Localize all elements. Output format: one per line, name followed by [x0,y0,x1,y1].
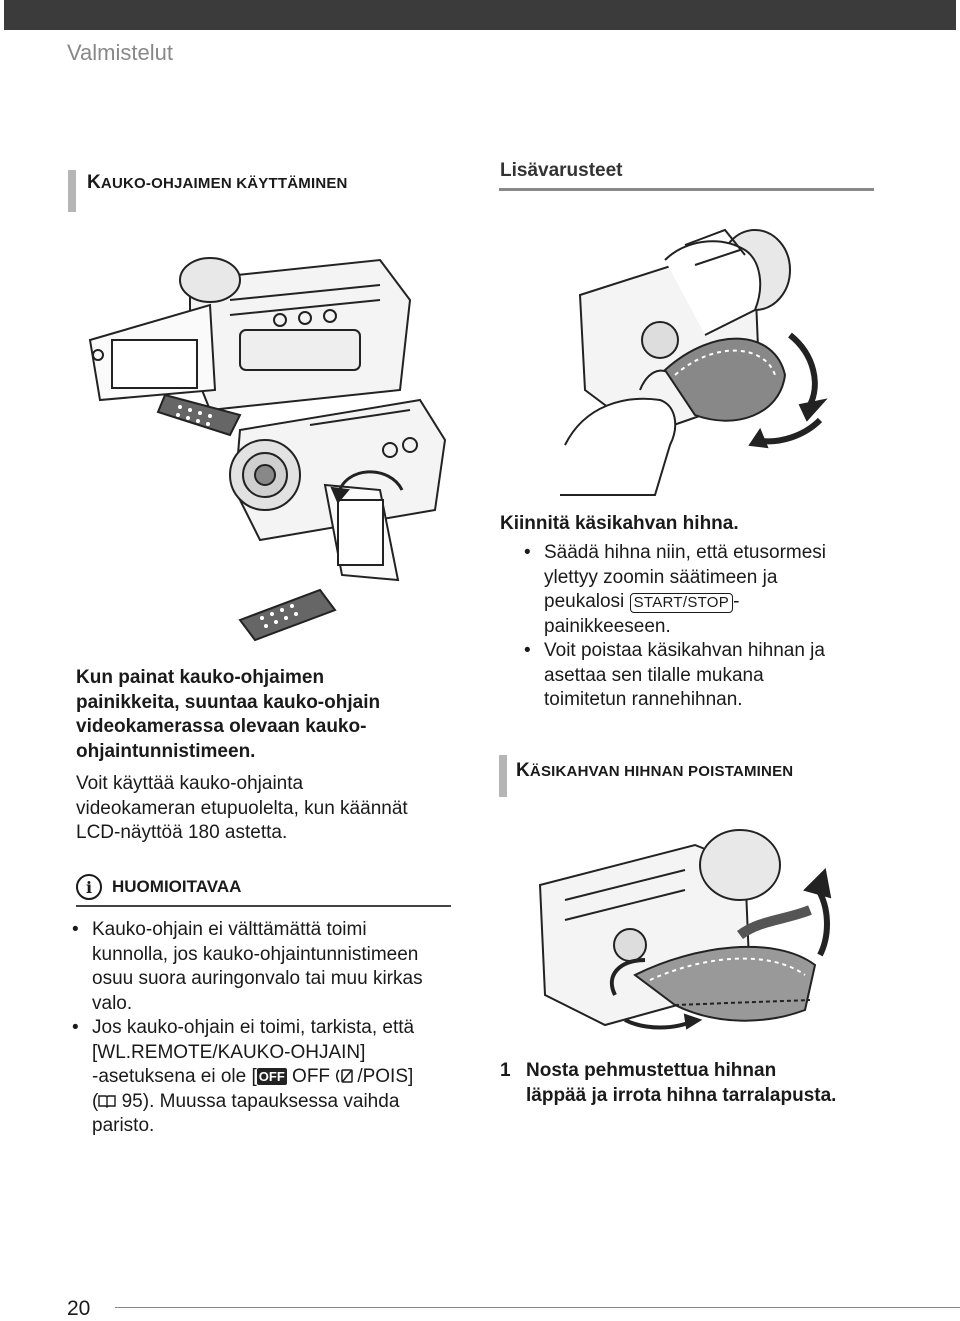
note-item-2: Jos kauko-ohjain ei toimi, tarkista, ett… [68,1016,458,1139]
note-1-line-2: kunnolla, jos kauko-ohjaintunnistimeen [92,943,419,965]
notes-header: i HUOMIOITAVAA [76,874,241,900]
remote-intro: Voit käyttää kauko-ohjainta videokameran… [76,772,456,846]
attach-bullet-2: Voit poistaa käsikahvan hihnan ja asetta… [520,639,880,713]
off-icon: OFF [256,1068,287,1085]
step-number: 1 [500,1060,511,1081]
notes-label: HUOMIOITAVAA [112,877,242,896]
note-1-line-4: valo. [92,992,133,1014]
note-item-1: Kauko-ohjain ei välttämättä toimi kunnol… [68,918,458,1016]
top-bar [4,0,956,30]
remove-heading: KÄSIKAHVAN HIHNAN POISTAMINEN [516,760,793,782]
remote-heading-initial: K [87,172,101,193]
accessories-rule [499,188,874,191]
pois-text: /POIS] [357,1066,414,1087]
note-2-line-4-post: 95). Muussa tapauksessa vaihda [116,1090,400,1112]
intro-line-2: videokameran etupuolelta, kun käännät [76,797,408,819]
attach-bullet-1-line-1: Säädä hihna niin, että etusormesi [544,542,827,563]
note-2-line-2: [WL.REMOTE/KAUKO-OHJAIN] [92,1041,366,1063]
notes-list: Kauko-ohjain ei välttämättä toimi kunnol… [68,918,458,1139]
remove-heading-marker [499,755,507,797]
attach-bullet-1: Säädä hihna niin, että etusormesi yletty… [520,541,880,639]
remove-strap-illustration [538,829,832,1030]
intro-bold-line-1: Kun painat kauko-ohjaimen [76,667,325,688]
attach-bullet-1-line-3-post: - [733,591,740,612]
grip-belt-illustration [560,228,828,496]
note-1-line-1: Kauko-ohjain ei välttämättä toimi [92,919,367,940]
attach-bullet-1-line-2: ylettyy zoomin säätimeen ja [544,566,778,588]
remove-heading-initial: K [516,760,530,781]
remote-signal-off-icon [336,1069,354,1083]
step-line-2: läppää ja irrota hihna tarralapusta. [526,1084,837,1106]
note-2-line-4-pre: ( [92,1090,99,1112]
note-2-line-3-pre: -asetuksena ei ole [ [92,1066,257,1087]
note-2-line-1: Jos kauko-ohjain ei toimi, tarkista, ett… [92,1017,415,1038]
step-line-1: Nosta pehmustettua hihnan [526,1060,777,1081]
remove-heading-rest: ÄSIKAHVAN HIHNAN POISTAMINEN [529,763,794,780]
camcorder-remote-illustration [88,257,447,642]
intro-bold-line-3: videokamerassa olevaan kauko- [76,716,367,737]
note-2-line-3: -asetuksena ei ole [OFF OFF /POIS] [92,1065,458,1090]
step-1: 1 Nosta pehmustettua hihnan läppää ja ir… [500,1059,836,1108]
note-2-line-5: paristo. [92,1115,155,1136]
info-icon: i [76,874,102,900]
heading-marker [68,170,76,212]
note-2-line-4: ( 95). Muussa tapauksessa vaihda [92,1090,458,1115]
notes-rule [76,905,451,907]
remote-heading-rest: AUKO-OHJAIMEN KÄYTTÄMINEN [100,175,348,192]
attach-bullets: Säädä hihna niin, että etusormesi yletty… [520,541,880,713]
footer-rule [115,1307,960,1308]
intro-line-1: Voit käyttää kauko-ohjainta [76,773,304,794]
off-text: OFF [286,1066,336,1087]
book-icon [98,1094,117,1108]
accessories-title: Lisävarusteet [500,160,623,181]
note-1-line-3: osuu suora auringonvalo tai muu kirkas [92,968,423,989]
attach-bullet-2-line-3: toimitetun rannehihnan. [544,689,743,710]
attach-bullet-1-line-3: peukalosi START/STOP- [544,590,880,615]
section-name: Valmistelut [67,40,173,65]
start-stop-button-label: START/STOP [629,593,734,613]
intro-bold-line-2: painikkeita, suuntaa kauko-ohjain [76,691,381,713]
remote-intro-bold: Kun painat kauko-ohjaimen painikkeita, s… [76,666,456,764]
step-text: Nosta pehmustettua hihnan läppää ja irro… [526,1059,836,1108]
attach-bullet-2-line-1: Voit poistaa käsikahvan hihnan ja [544,640,825,661]
attach-bullet-1-line-4: painikkeeseen. [544,615,671,637]
remote-heading: KAUKO-OHJAIMEN KÄYTTÄMINEN [87,172,348,194]
intro-line-3: LCD-näyttöä 180 astetta. [76,822,288,843]
attach-title: Kiinnitä käsikahvan hihna. [500,513,739,534]
page-number: 20 [67,1297,91,1320]
attach-bullet-2-line-2: asettaa sen tilalle mukana [544,664,764,686]
attach-bullet-1-line-3-pre: peukalosi [544,591,630,612]
intro-bold-line-4: ohjaintunnistimeen. [76,740,256,762]
